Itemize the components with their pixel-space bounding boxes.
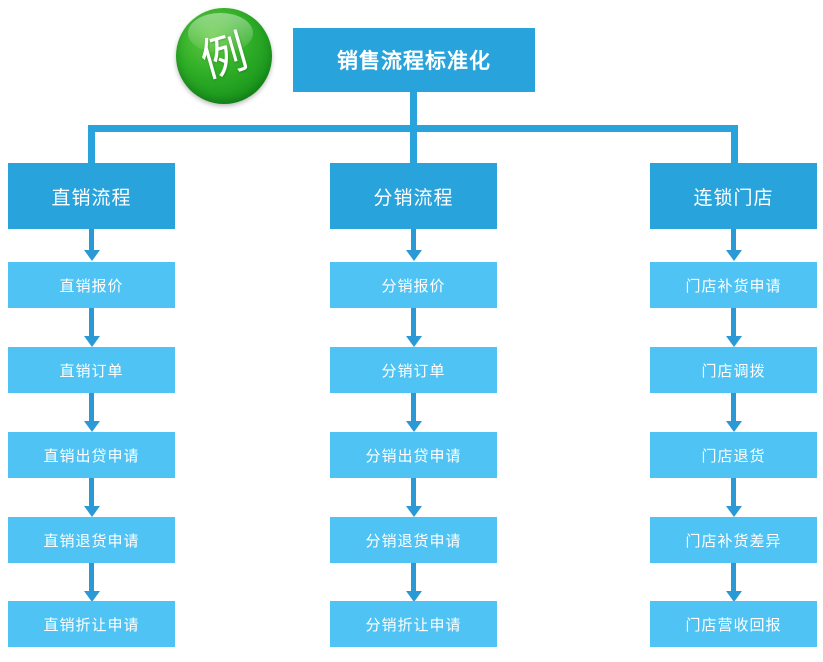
down-arrow-icon bbox=[411, 478, 416, 506]
down-arrow-icon bbox=[731, 393, 736, 421]
down-arrow-icon bbox=[411, 229, 416, 250]
branch-header-direct-sales: 直销流程 bbox=[8, 163, 175, 229]
flow-node-store-return: 门店退货 bbox=[650, 432, 817, 478]
example-badge: 例 bbox=[176, 8, 272, 104]
flow-node-distribution-return-request: 分销退货申请 bbox=[330, 517, 497, 563]
down-arrow-icon bbox=[89, 563, 94, 591]
down-arrow-icon bbox=[731, 563, 736, 591]
example-badge-label: 例 bbox=[194, 23, 254, 89]
down-arrow-icon bbox=[411, 563, 416, 591]
flow-node-distribution-quote: 分销报价 bbox=[330, 262, 497, 308]
down-arrow-icon bbox=[89, 393, 94, 421]
flow-node-distribution-shipment-request: 分销出贷申请 bbox=[330, 432, 497, 478]
flow-node-direct-quote: 直销报价 bbox=[8, 262, 175, 308]
down-arrow-icon bbox=[89, 308, 94, 336]
down-arrow-icon bbox=[411, 393, 416, 421]
branch-header-distribution: 分销流程 bbox=[330, 163, 497, 229]
flow-node-direct-return-request: 直销退货申请 bbox=[8, 517, 175, 563]
down-arrow-icon bbox=[731, 229, 736, 250]
flow-node-distribution-order: 分销订单 bbox=[330, 347, 497, 393]
flow-node-store-revenue-report: 门店营收回报 bbox=[650, 601, 817, 647]
down-arrow-icon bbox=[89, 478, 94, 506]
down-arrow-icon bbox=[411, 308, 416, 336]
down-arrow-icon bbox=[731, 308, 736, 336]
root-node-sales-process: 销售流程标准化 bbox=[293, 28, 535, 92]
flow-node-store-transfer: 门店调拨 bbox=[650, 347, 817, 393]
flow-node-store-replenish-request: 门店补货申请 bbox=[650, 262, 817, 308]
flow-node-direct-discount-request: 直销折让申请 bbox=[8, 601, 175, 647]
connector-root-stem bbox=[410, 92, 417, 125]
flow-node-direct-order: 直销订单 bbox=[8, 347, 175, 393]
connector-branch-2-stem bbox=[410, 125, 417, 163]
connector-branch-1-stem bbox=[88, 125, 95, 163]
down-arrow-icon bbox=[731, 478, 736, 506]
flow-node-distribution-discount-request: 分销折让申请 bbox=[330, 601, 497, 647]
flow-node-direct-shipment-request: 直销出贷申请 bbox=[8, 432, 175, 478]
down-arrow-icon bbox=[89, 229, 94, 250]
connector-branch-3-stem bbox=[731, 125, 738, 163]
branch-header-chain-stores: 连锁门店 bbox=[650, 163, 817, 229]
flow-node-store-replenish-difference: 门店补货差异 bbox=[650, 517, 817, 563]
